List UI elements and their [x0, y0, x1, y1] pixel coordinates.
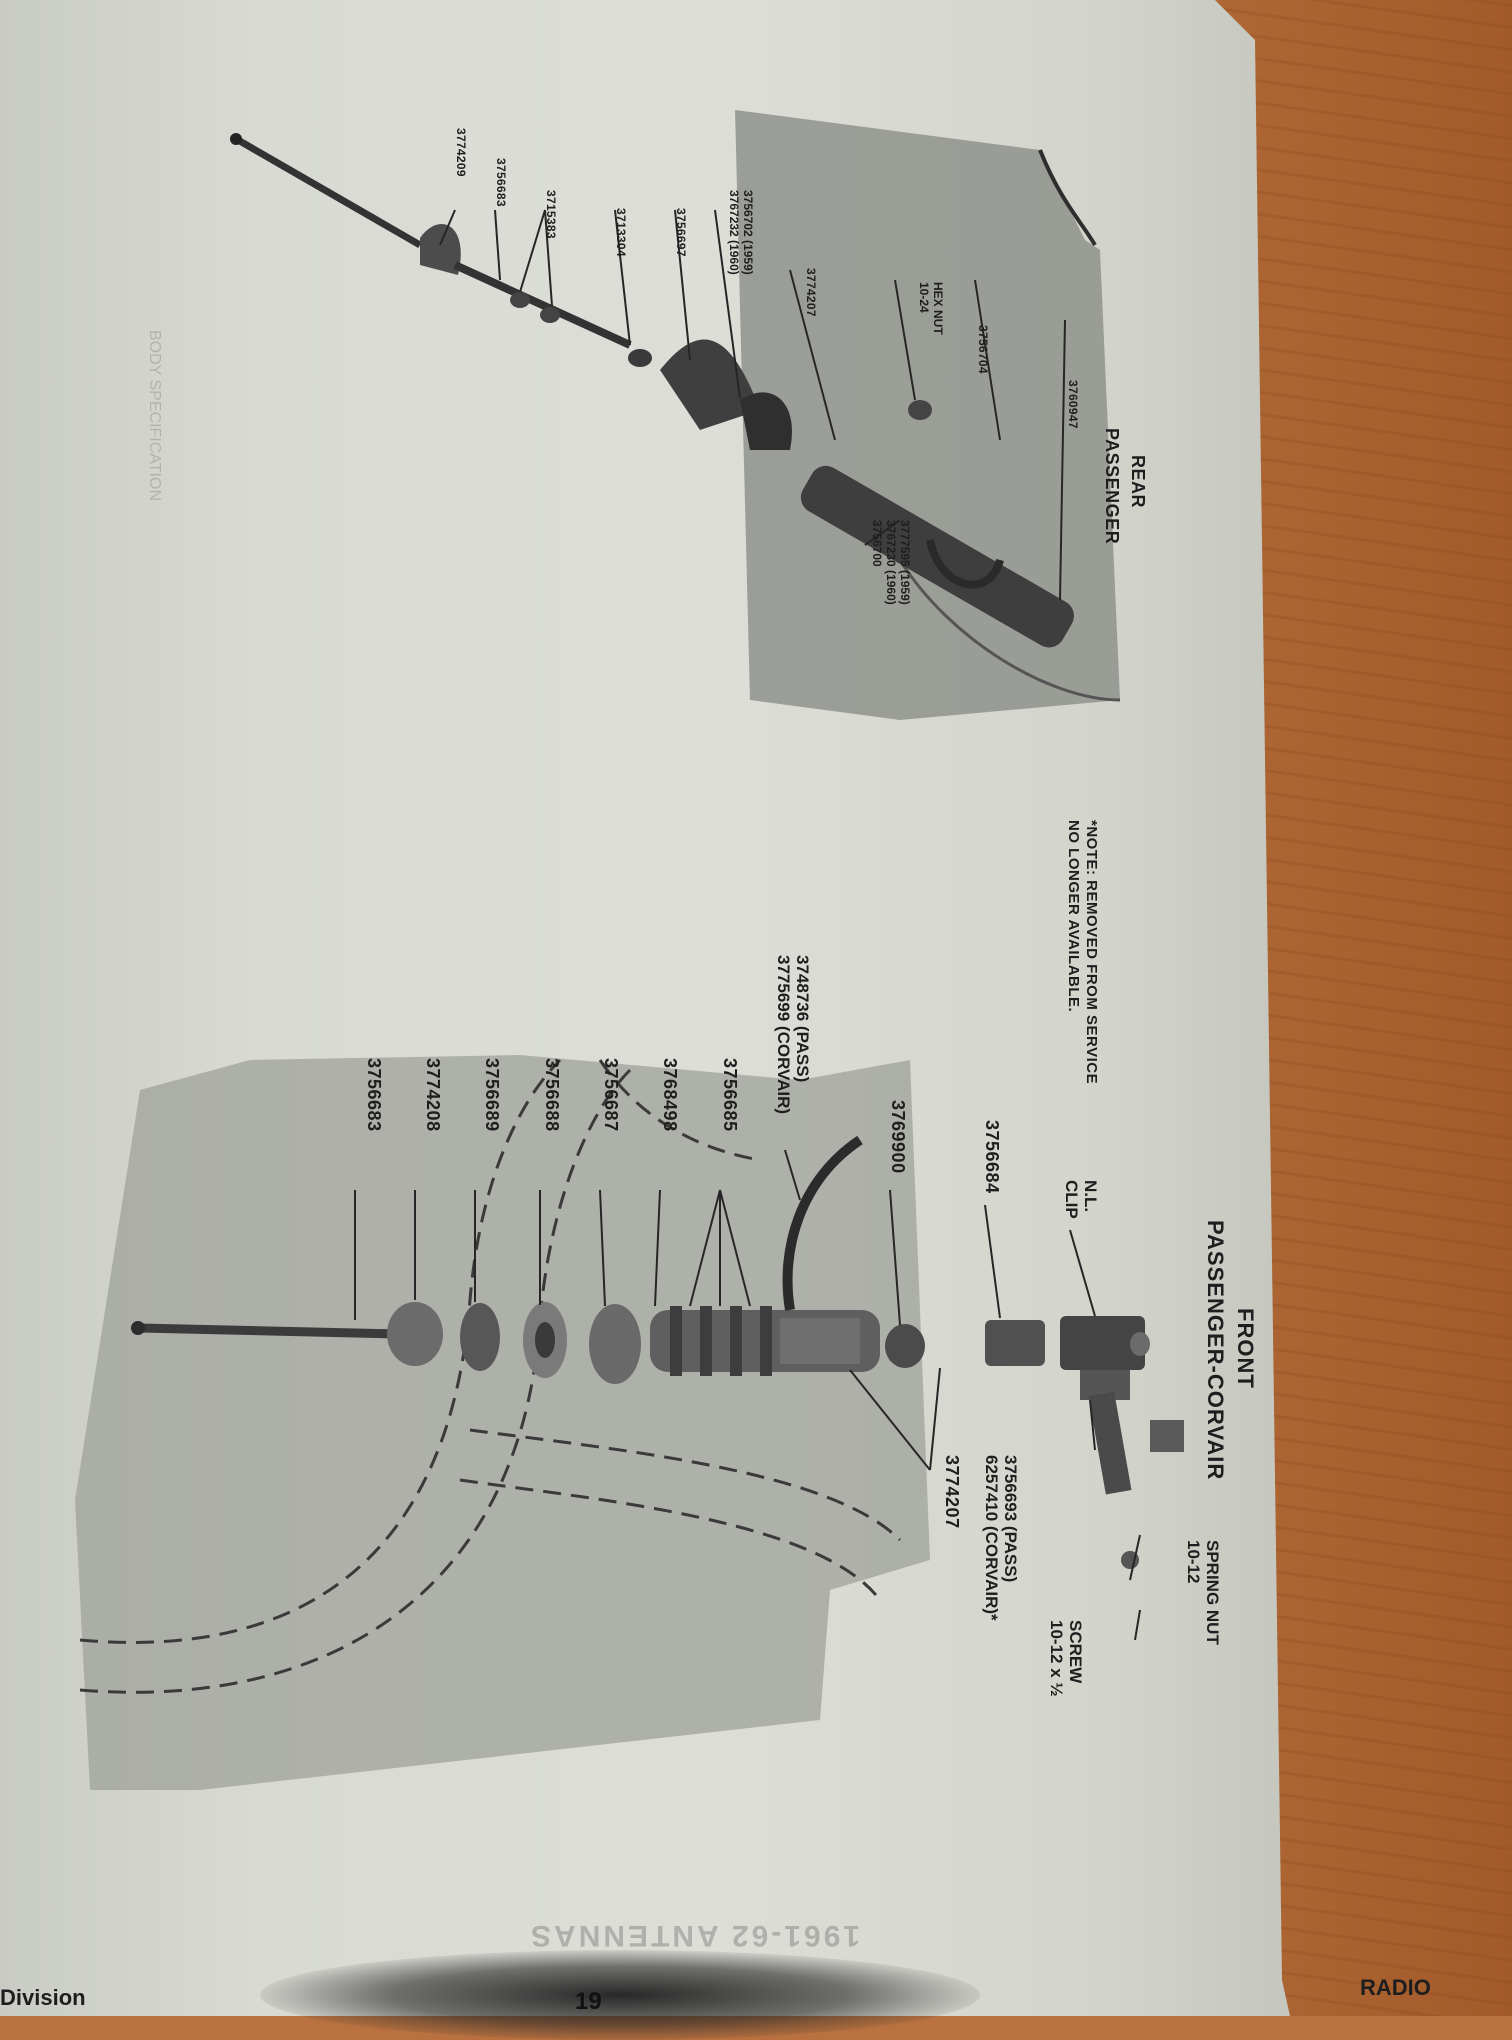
front-fender-panel	[75, 1055, 930, 1790]
front-part-label: 3756684	[982, 1120, 1002, 1194]
page-number: 19	[575, 1988, 602, 2015]
footer-section-text: RADIO	[1360, 1975, 1431, 2000]
front-part-label: 3748736 (PASS) 3775699 (CORVAIR)	[774, 955, 812, 1115]
rear-part-label: 3756697	[674, 208, 688, 257]
front-part-label: N.L. CLIP	[1062, 1180, 1100, 1219]
rear-part-label: 3756702 (1959) 3767232 (1960)	[727, 190, 755, 275]
front-part-label: 3756683	[364, 1058, 384, 1132]
svg-text:BODY SPECIFICATION: BODY SPECIFICATION	[146, 330, 163, 501]
rear-part-label: 3713304	[614, 208, 628, 257]
front-part-label: 3774208	[423, 1058, 443, 1132]
rear-part-label: 3760947	[1066, 380, 1080, 429]
front-part-label: SCREW 10-12 x ½	[1047, 1620, 1085, 1697]
front-part-label: 3756685	[720, 1058, 740, 1132]
footer-division-text: Division	[0, 1985, 86, 2010]
mirrored-title-watermark: 1961-62 ANTENNAS	[528, 1919, 860, 1952]
front-diagram-title: PASSENGER-CORVAIR	[1203, 1220, 1228, 1481]
front-part-label: 3756693 (PASS) 6257410 (CORVAIR)*	[982, 1455, 1020, 1621]
rear-part-label: 3774207	[804, 268, 818, 317]
front-part-label: SPRING NUT 10-12	[1184, 1540, 1222, 1645]
rear-part-label: 3756683	[494, 158, 508, 207]
front-antenna-assembly	[131, 1135, 1184, 1569]
binding-shadow	[260, 1950, 980, 2040]
front-diagram-subtitle: FRONT	[1233, 1308, 1258, 1389]
front-part-label: 3756688	[542, 1058, 562, 1132]
rear-part-label: 3715383	[544, 190, 558, 239]
rear-part-label: 3777595 (1959) 3767230 (1960) 3756700	[870, 520, 912, 605]
discontinued-note: *NOTE: REMOVED FROM SERVICE NO LONGER AV…	[1065, 820, 1100, 1085]
front-part-label: 3756687	[601, 1058, 621, 1132]
front-part-label: 3768498	[660, 1058, 680, 1132]
front-part-label: 3769900	[888, 1100, 908, 1174]
rear-part-label: HEX NUT 10-24	[917, 282, 945, 335]
rear-diagram-subtitle: REAR	[1128, 455, 1148, 509]
front-part-label: 3774207	[942, 1455, 962, 1529]
rear-diagram-title: PASSENGER	[1102, 428, 1122, 545]
front-part-label: 3756689	[482, 1058, 502, 1132]
rear-part-label: 3756704	[976, 325, 990, 374]
rear-part-label: 3774209	[454, 128, 468, 177]
